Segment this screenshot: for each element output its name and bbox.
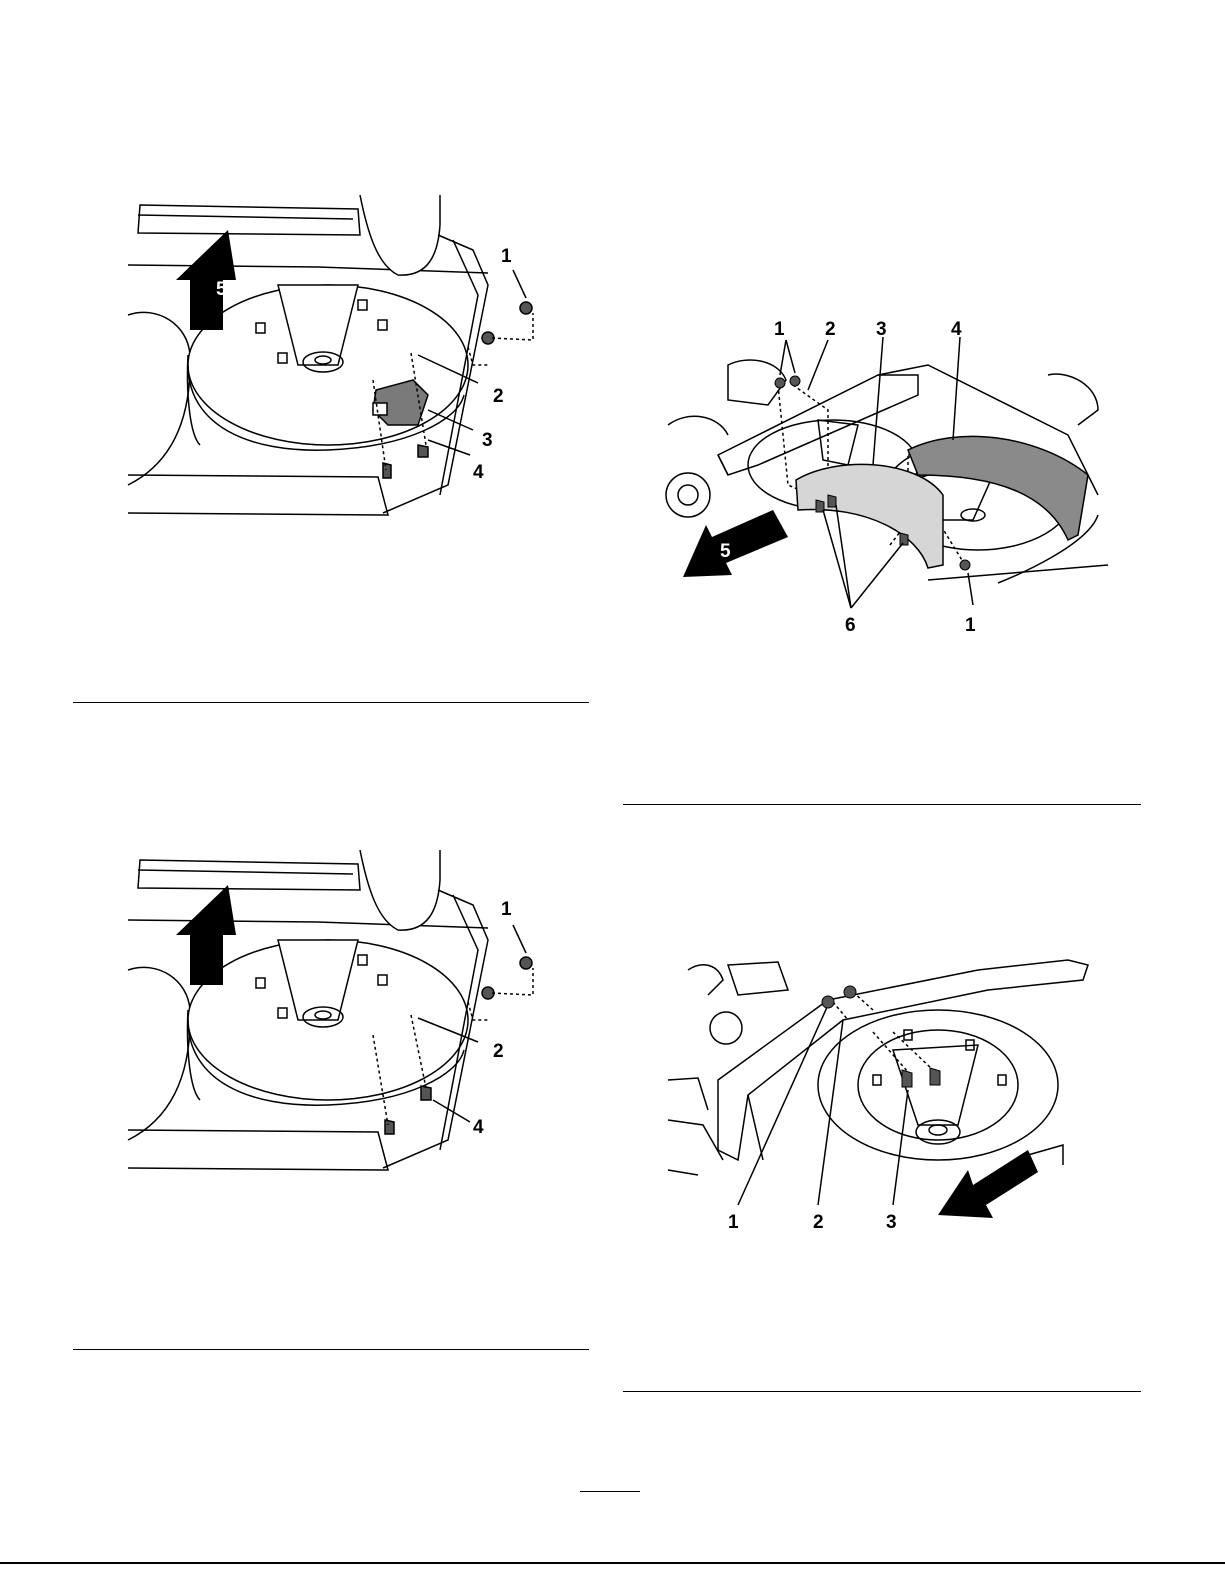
deck-illustration: 1 2 3 [668, 950, 1108, 1235]
section-divider [73, 1349, 589, 1350]
callout-4: 4 [951, 319, 962, 340]
callout-2: 2 [813, 1212, 824, 1233]
figure-bottom-left: 1 2 4 [128, 850, 558, 1185]
deck-illustration: 1 2 4 [128, 850, 558, 1185]
callout-6: 6 [845, 615, 856, 636]
callout-1: 1 [501, 246, 512, 267]
callout-1: 1 [774, 319, 785, 340]
callout-3: 3 [876, 319, 887, 340]
callout-3: 3 [482, 430, 493, 451]
deck-illustration: 5 1 2 3 4 6 1 [668, 315, 1108, 635]
callout-5: 5 [216, 279, 227, 300]
figure-bottom-right: 1 2 3 [668, 950, 1108, 1235]
callout-1: 1 [965, 615, 976, 636]
callout-1: 1 [728, 1212, 739, 1233]
deck-illustration: 5 1 2 3 4 [128, 195, 558, 530]
figure-top-left: 5 1 2 3 4 [128, 195, 558, 530]
callout-5: 5 [720, 541, 731, 562]
callout-3: 3 [886, 1212, 897, 1233]
callout-4: 4 [473, 462, 484, 483]
callout-4: 4 [473, 1117, 484, 1138]
callout-2: 2 [825, 319, 836, 340]
section-divider [623, 804, 1141, 805]
section-divider [73, 702, 589, 703]
callout-2: 2 [493, 1041, 504, 1062]
page-footer-rule [0, 1562, 1225, 1564]
callout-1: 1 [501, 899, 512, 920]
callout-2: 2 [493, 386, 504, 407]
figure-top-right: 5 1 2 3 4 6 1 [668, 315, 1108, 635]
page-number-rule [580, 1491, 640, 1492]
section-divider [623, 1391, 1141, 1392]
